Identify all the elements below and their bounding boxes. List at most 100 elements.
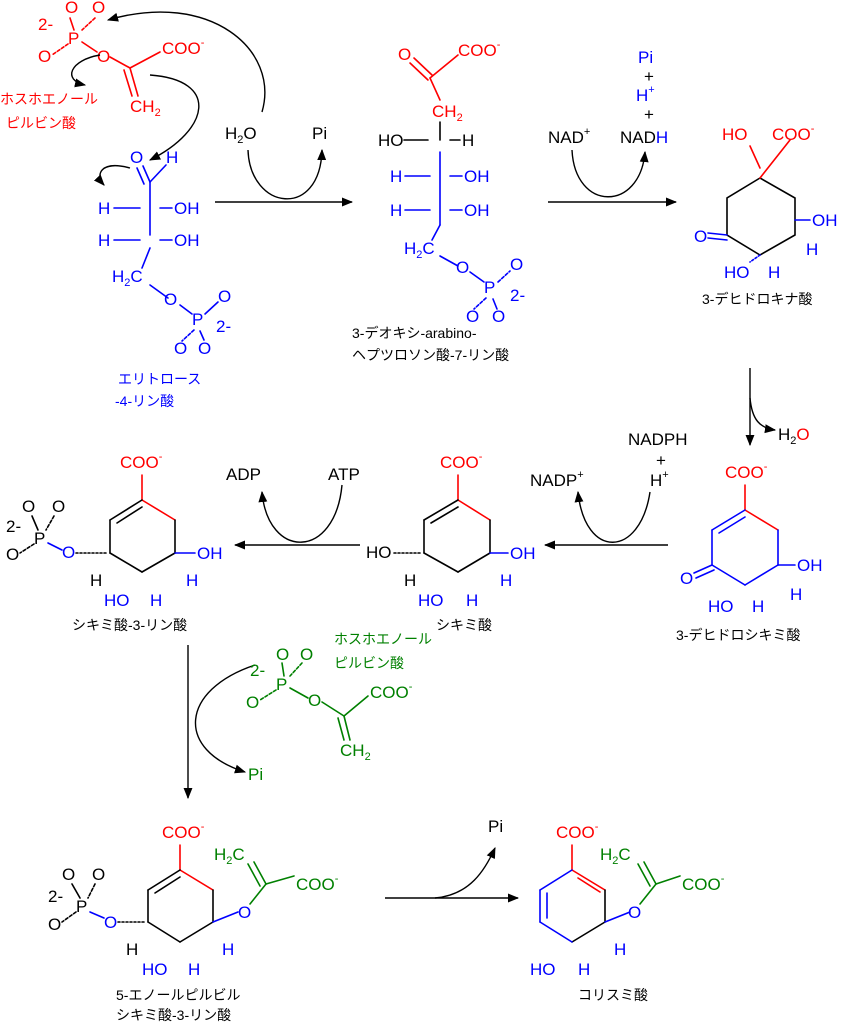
dhs-h1: H [790,585,802,604]
chorismate: COO- O COO- H2C H HO H コリスミ酸 [530,821,725,1003]
dahp-o-bridge: O [456,258,469,277]
pep-mid-label-line2: ピルビン酸 [334,655,404,671]
e4p-h2c: H2C [112,267,143,289]
pep-top: 2- O O P O O COO- CH2 ホスホエノールピルビン酸 [0,0,205,131]
s3p-h2: H [186,571,198,590]
pep-mid-label: ホスホエノールピルビン酸 [334,631,432,671]
epsp-label: 5-エノールピルビルシキミ酸-3-リン酸 [116,987,240,1023]
pep-top-o4: O [97,47,110,66]
pep-top-label: ホスホエノールピルビン酸 [0,91,98,131]
dahp-label: 3-デオキシ-arabino-ヘプツロソン酸-7-リン酸 [352,325,509,363]
epsp-h1: H [126,940,138,959]
epsp-h3: H [188,960,200,979]
shikimate-coo: COO- [440,451,483,472]
epsp-o3: O [48,915,61,934]
dahp-o1: O [510,255,523,274]
dahp-h1: H [462,131,474,150]
epsp-h2: H [222,940,234,959]
cofactor-plus-1: + [644,67,654,86]
cofactor-nadh: NADH [620,128,668,147]
s3p-o3: O [6,545,19,564]
epsp-p: P [76,897,87,916]
e4p-row2-oh: OH [174,231,200,250]
pep-mid-charge: 2- [250,661,265,680]
chorismate-ho: HO [530,960,556,979]
s3p-charge: 2- [6,517,21,536]
s3p-coo: COO- [120,451,163,472]
cofactor-pi-1: Pi [312,124,327,143]
chorismate-coo: COO- [556,821,599,842]
chorismate-h2: H [578,960,590,979]
cofactor-nadph: NADPH [628,430,688,449]
dahp-o2: O [466,307,479,326]
s3p-oh: OH [197,544,223,563]
cofactor-nadp: NADP+ [530,469,584,490]
epsp: COO- 2- O O P O O O COO- H2C H H HO H 5-… [48,821,339,1023]
shikimate-h1: H [404,571,416,590]
chorismate-o-bridge: O [628,903,641,922]
epsp-o-bridge-p: O [104,913,117,932]
cofactor-pi-3: Pi [248,765,263,784]
s3p-o1: O [22,497,35,516]
dhs: COO- O OH H HO H 3-デヒドロシキミ酸 [676,461,823,643]
cofactor-adp: ADP [226,465,261,484]
dahp: O COO- CH2 HO H H OH H OH H2C O P O 2- O… [352,39,525,363]
pep-mid: ホスホエノールピルビン酸 2- O O P O O COO- CH2 [246,631,432,763]
epsp-coo2: COO- [296,873,339,894]
shikimate-ho2: HO [418,591,444,610]
chorismate-h1: H [614,940,626,959]
e4p-charge: 2- [216,317,231,336]
epsp-coo: COO- [162,821,205,842]
cofactor-arc-6 [194,664,256,774]
pep-mid-o2: O [300,645,313,664]
pep-mid-ch2: CH2 [340,741,371,763]
pep-top-o3: O [38,47,51,66]
epsp-h2c: H2C [214,845,245,867]
cofactor-arc-7 [434,846,496,899]
shikimate: COO- HO OH H H HO H シキミ酸 [366,451,536,633]
dhs-oh: OH [797,556,823,575]
cofactor-arc-3 [749,397,777,434]
cofactor-hplus-1: H+ [636,84,655,105]
dhq-h2: H [768,263,780,282]
e4p-label-line2: -4-リン酸 [115,393,174,409]
e4p-label: エリトロース-4-リン酸 [115,371,201,409]
dahp-h2c: H2C [404,239,435,261]
epsp-label-line2: シキミ酸-3-リン酸 [116,1007,231,1023]
e4p-row1-h: H [98,199,110,218]
shikimate-h3: H [466,591,478,610]
dhs-label: 3-デヒドロシキミ酸 [676,627,800,643]
cofactor-arc-5 [258,484,343,543]
pep-top-ch2: CH2 [130,97,161,119]
pep-mid-p: P [276,675,287,694]
dahp-label-line2: ヘプツロソン酸-7-リン酸 [352,347,509,363]
dhq-coo: COO- [772,123,815,144]
epsp-o2: O [92,865,105,884]
dahp-charge: 2- [510,286,525,305]
e4p-o3: O [198,339,211,358]
e4p-p: P [192,310,203,329]
curly-arrow-pep-ch2 [148,74,200,161]
dhq-h1: H [806,240,818,259]
pep-top-label-line1: ホスホエノール [0,91,98,107]
epsp-label-line1: 5-エノールピルビル [116,987,240,1003]
chorismate-h2c: H2C [600,845,631,867]
e4p-row2-h: H [98,231,110,250]
cofactor-nad: NAD+ [548,126,590,147]
dhq-ho: HO [722,125,748,144]
chorismate-label: コリスミ酸 [578,987,648,1003]
pep-top-coo: COO- [162,37,205,58]
pep-mid-label-line1: ホスホエノール [334,631,432,647]
dahp-oh2: OH [464,201,490,220]
curly-arrow-e4p-co [93,165,131,186]
dhq-o-keto: O [694,227,707,246]
pep-top-o1: O [65,0,78,17]
s3p-ho: HO [104,591,130,610]
cofactor-h2o-in: H2O [225,124,257,146]
e4p-row1-oh: OH [174,199,200,218]
dhs-coo: COO- [725,461,768,482]
cofactor-plus-3: + [656,451,666,470]
dahp-ho: HO [378,131,404,150]
e4p-o-aldehyde: O [130,148,143,167]
